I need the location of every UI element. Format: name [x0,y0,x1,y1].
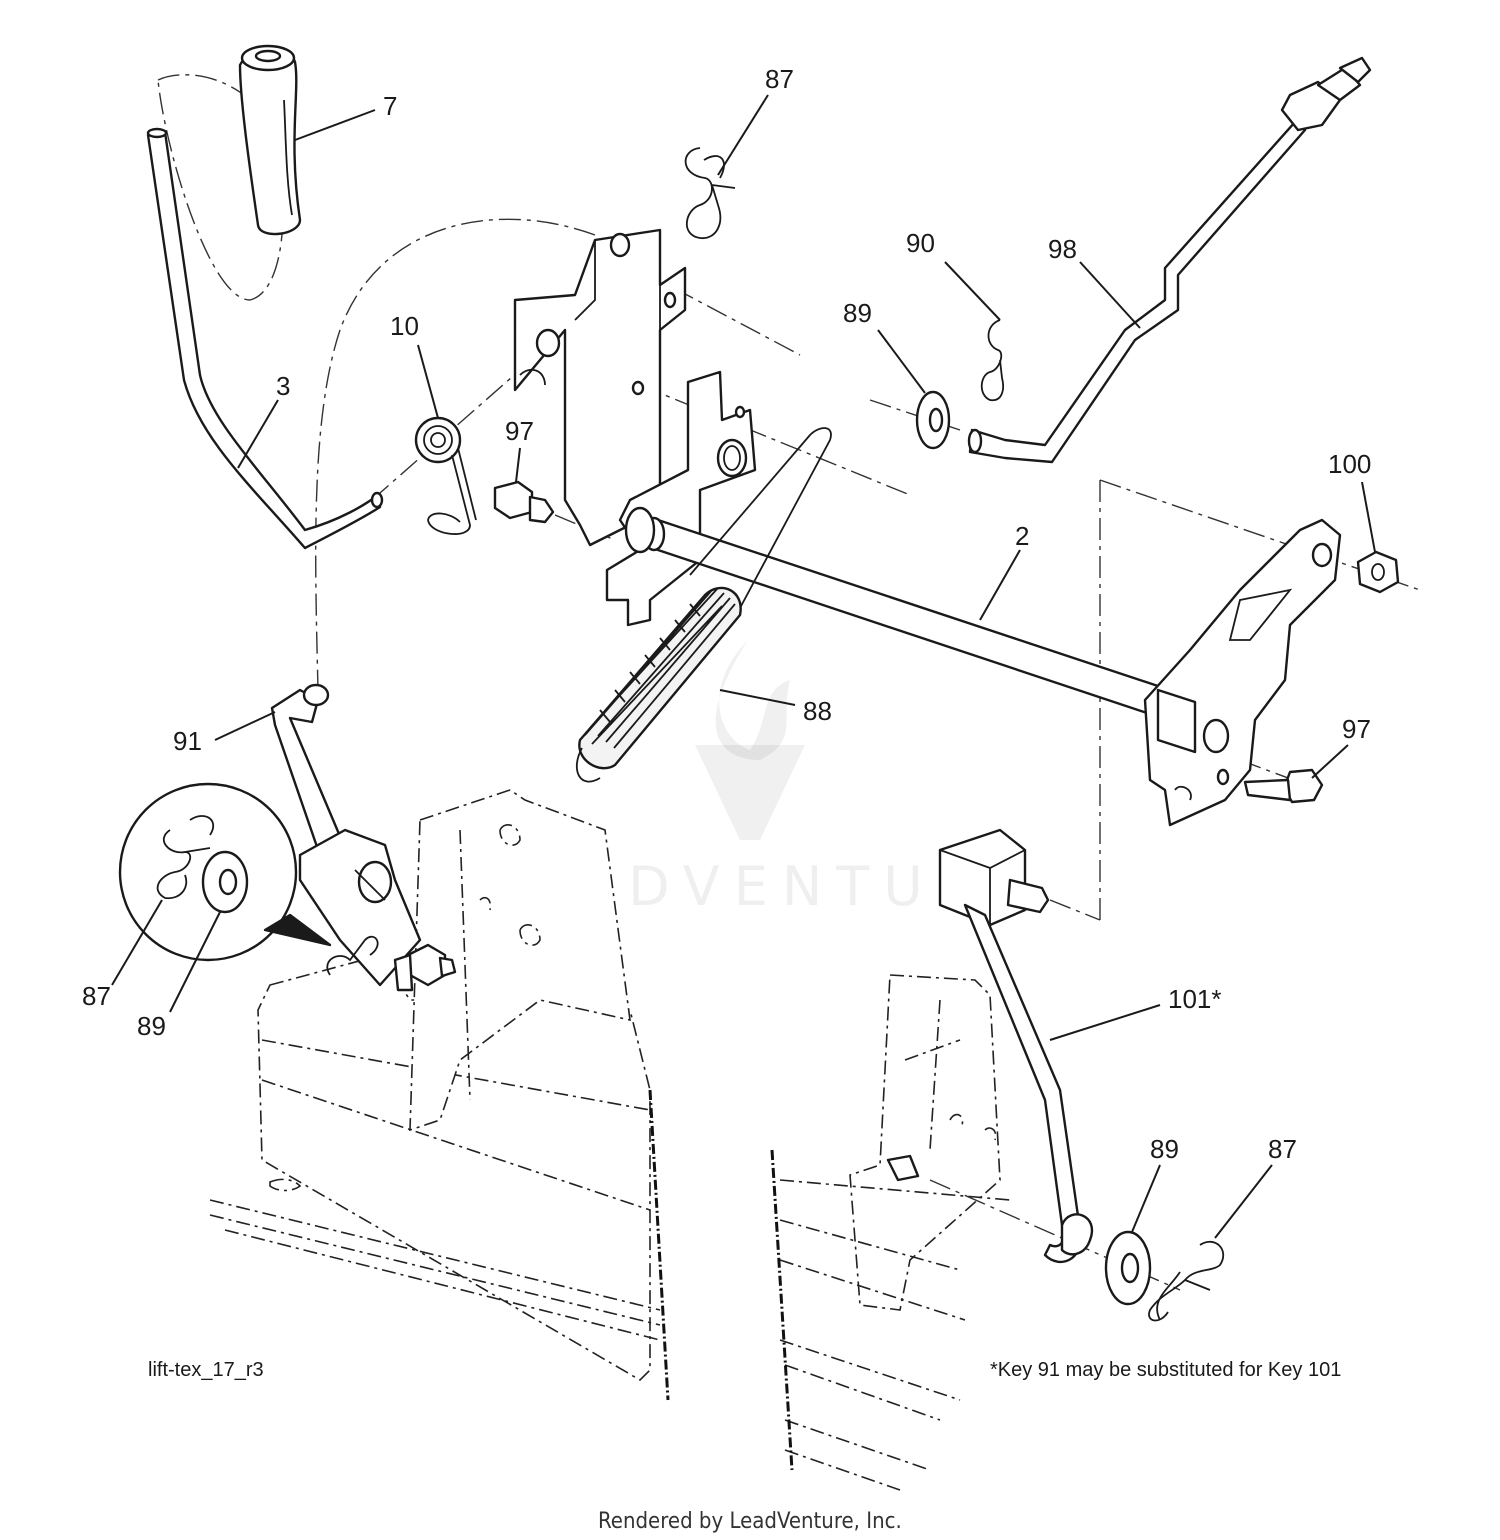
hairpin-clip-top [684,147,736,239]
hairpin-clip-bottom [1148,1240,1225,1322]
lift-link-rod [967,56,1372,464]
hand-grip [238,44,302,236]
callout-100: 100 [1328,449,1371,479]
render-credit: Rendered by LeadVenture, Inc. [598,1509,902,1534]
detail-view-circle [118,782,332,962]
callout-89-top: 89 [843,298,872,328]
footnote: *Key 91 may be substituted for Key 101 [990,1359,1341,1381]
callout-90: 90 [906,228,935,258]
callout-labels: 7 87 90 98 89 10 3 97 2 100 97 88 91 87 … [82,64,1371,1164]
flat-washer-bottom [1104,1230,1152,1306]
lift-link-left [270,683,352,872]
callout-97-right: 97 [1342,714,1371,744]
phantom-deck-left [209,789,670,1401]
callout-2: 2 [1015,521,1029,551]
callout-3: 3 [276,371,290,401]
callout-87-left: 87 [82,981,111,1011]
callout-7: 7 [383,91,397,121]
hex-bolt-left [493,480,555,524]
diagram-id: lift-tex_17_r3 [148,1359,264,1381]
hairpin-clip-small [980,319,1004,402]
callout-101: 101* [1168,984,1222,1014]
callout-89-left: 89 [137,1011,166,1041]
phantom-deck-right [770,974,1011,1491]
flat-washer-top [915,390,951,450]
callout-89-bottom: 89 [1150,1134,1179,1164]
alternate-lift-link [938,828,1094,1264]
callout-97-left: 97 [505,416,534,446]
callout-87-bottom: 87 [1268,1134,1297,1164]
callout-98: 98 [1048,234,1077,264]
lift-arm-bracket-right [1143,518,1342,827]
torsion-spring [414,416,477,535]
lift-handle-rod [146,127,384,550]
hex-nut [1356,550,1400,594]
callout-91: 91 [173,726,202,756]
callout-87-top: 87 [765,64,794,94]
hex-bolt-right [1243,768,1324,804]
callout-10: 10 [390,311,419,341]
callout-88: 88 [803,696,832,726]
frame-bracket [513,228,687,547]
extension-spring [575,427,832,783]
side-plate [605,370,757,627]
deck-lift-arm-left [298,828,457,992]
leader-lines [111,94,1376,1239]
